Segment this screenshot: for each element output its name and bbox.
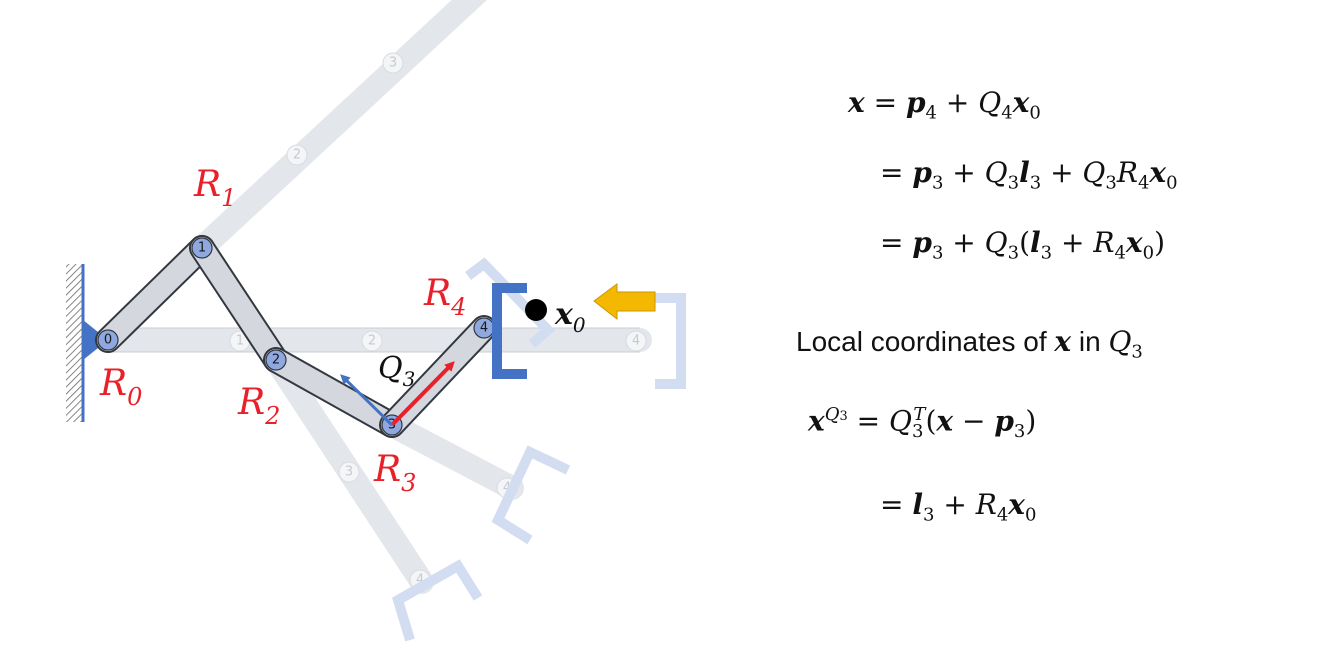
frame-x-arrow bbox=[390, 361, 455, 427]
frame-y-arrow bbox=[340, 374, 394, 427]
ghost-link-up bbox=[190, 0, 487, 260]
label-R2: R2 bbox=[237, 382, 280, 430]
equation-1: x = p4 + Q4x0 bbox=[848, 86, 1041, 124]
arm-joints: 0 1 2 3 4 bbox=[97, 237, 495, 436]
target-point bbox=[525, 299, 547, 321]
link-2 bbox=[191, 237, 287, 371]
ghost-joint-label: 3 bbox=[389, 56, 397, 71]
ghost-links bbox=[96, 0, 652, 594]
ghost-joint-label: 2 bbox=[293, 148, 301, 163]
label-R1: R1 bbox=[193, 164, 236, 212]
ghost-grippers bbox=[392, 257, 686, 642]
ghost-joint bbox=[286, 144, 308, 166]
ghost-joint-label: 4 bbox=[632, 334, 640, 349]
ghost-gripper-mid bbox=[491, 445, 571, 545]
ghost-joint bbox=[338, 461, 360, 483]
joint-1-label: 1 bbox=[198, 241, 206, 256]
ghost-joint bbox=[361, 330, 383, 352]
local-coordinates-text: Local coordinates of x in Q3 bbox=[796, 325, 1143, 363]
label-Q3: Q3 bbox=[378, 351, 415, 391]
joint-1 bbox=[191, 237, 213, 259]
joint-2-label: 2 bbox=[272, 353, 280, 368]
ghost-gripper-bottom bbox=[392, 559, 483, 642]
ghost-joint bbox=[382, 52, 404, 74]
equation-3: = p3 + Q3(l3 + R4x0) bbox=[880, 226, 1165, 264]
link-3 bbox=[265, 349, 403, 436]
ghost-joint-label: 4 bbox=[503, 481, 511, 496]
joint-2 bbox=[265, 349, 287, 371]
equation-2: = p3 + Q3l3 + Q3R4x0 bbox=[880, 156, 1178, 194]
ghost-gripper-right bbox=[655, 293, 686, 389]
joint-0 bbox=[97, 329, 119, 351]
label-R4: R4 bbox=[423, 273, 466, 321]
equation-5: = l3 + R4x0 bbox=[880, 488, 1037, 526]
label-R3: R3 bbox=[373, 449, 416, 497]
ghost-joint-label: 3 bbox=[345, 465, 353, 480]
wall-hatch bbox=[66, 264, 83, 422]
gripper bbox=[492, 283, 527, 379]
link-1 bbox=[97, 237, 213, 351]
ghost-joint-label: 2 bbox=[368, 334, 376, 349]
ghost-joint-label: 1 bbox=[236, 334, 244, 349]
joint-0-label: 0 bbox=[104, 333, 112, 348]
joint-4-label: 4 bbox=[480, 321, 488, 336]
ghost-gripper-top bbox=[465, 257, 556, 348]
label-x0: x0 bbox=[554, 297, 586, 337]
yellow-arrow-icon bbox=[593, 283, 656, 321]
label-R0: R0 bbox=[99, 363, 142, 411]
ghost-joint-label: 4 bbox=[416, 573, 424, 588]
ghost-link-down-1 bbox=[380, 413, 524, 500]
equation-4: xQ3 = Q3T(x − p3) bbox=[808, 404, 1037, 442]
ghost-joint bbox=[625, 330, 647, 352]
